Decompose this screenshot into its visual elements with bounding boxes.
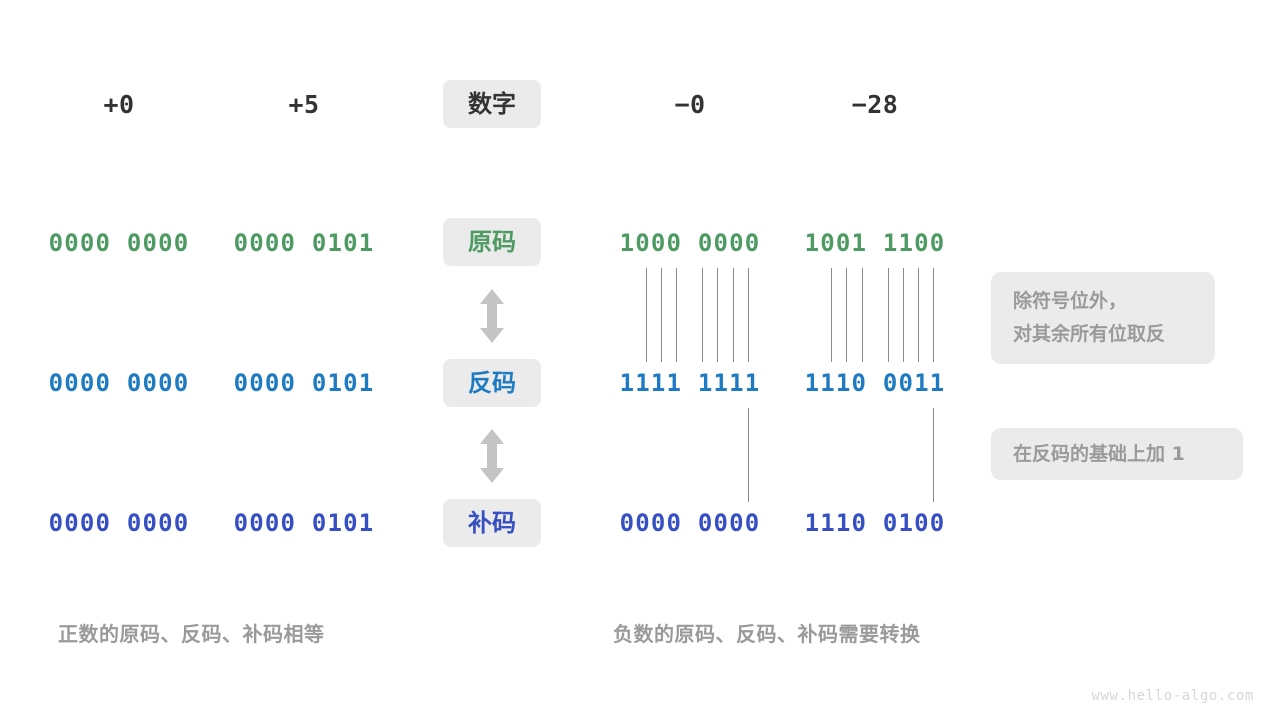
connector-line-bit7-minus-twentyeight: [918, 268, 919, 362]
connector-line-bit6-minus-zero: [717, 268, 718, 362]
connector-line-carry-minus-zero: [748, 408, 749, 502]
arrow-up-down-icon-ones-to-twos: [480, 429, 504, 483]
row-twos-complement-value-minus-twentyeight: 1110 0100: [804, 509, 946, 537]
row-sign-magnitude-value-plus-five: 0000 0101: [233, 229, 375, 257]
connector-line-bit3-minus-twentyeight: [846, 268, 847, 362]
row-ones-complement-value-minus-zero: 1111 1111: [619, 369, 761, 397]
row-badge-sign-magnitude: 原码: [443, 218, 541, 266]
row-twos-complement-value-plus-zero: 0000 0000: [48, 509, 190, 537]
note-add-one-to-ones-complement: 在反码的基础上加 1: [991, 428, 1243, 480]
row-twos-complement-value-plus-five: 0000 0101: [233, 509, 375, 537]
header-badge-number: 数字: [443, 80, 541, 128]
row-badge-ones-complement: 反码: [443, 359, 541, 407]
watermark-url: www.hello-algo.com: [1091, 688, 1254, 704]
connector-line-bit4-minus-zero: [676, 268, 677, 362]
connector-line-bit8-minus-zero: [748, 268, 749, 362]
row-sign-magnitude-value-minus-twentyeight: 1001 1100: [804, 229, 946, 257]
caption-positive-numbers: 正数的原码、反码、补码相等: [58, 622, 325, 646]
connector-line-bit2-minus-zero: [646, 268, 647, 362]
row-sign-magnitude-value-minus-zero: 1000 0000: [619, 229, 761, 257]
note-invert-non-sign-bits: 除符号位外， 对其余所有位取反: [991, 272, 1215, 364]
connector-line-carry-minus-twentyeight: [933, 408, 934, 502]
connector-line-bit8-minus-twentyeight: [933, 268, 934, 362]
row-ones-complement-value-plus-five: 0000 0101: [233, 369, 375, 397]
connector-line-bit7-minus-zero: [733, 268, 734, 362]
row-badge-twos-complement: 补码: [443, 499, 541, 547]
row-twos-complement-value-minus-zero: 0000 0000: [619, 509, 761, 537]
header-value-minus-twentyeight: −28: [851, 89, 899, 119]
row-sign-magnitude-value-plus-zero: 0000 0000: [48, 229, 190, 257]
header-value-plus-five: +5: [288, 89, 320, 119]
row-ones-complement-value-plus-zero: 0000 0000: [48, 369, 190, 397]
arrow-up-down-icon-sign-to-ones: [480, 289, 504, 343]
connector-line-bit2-minus-twentyeight: [831, 268, 832, 362]
connector-line-bit3-minus-zero: [661, 268, 662, 362]
connector-line-bit5-minus-zero: [702, 268, 703, 362]
header-value-minus-zero: −0: [674, 89, 706, 119]
connector-line-bit5-minus-twentyeight: [888, 268, 889, 362]
connector-line-bit4-minus-twentyeight: [862, 268, 863, 362]
header-value-plus-zero: +0: [103, 89, 135, 119]
caption-negative-numbers: 负数的原码、反码、补码需要转换: [613, 622, 921, 646]
connector-line-bit6-minus-twentyeight: [903, 268, 904, 362]
row-ones-complement-value-minus-twentyeight: 1110 0011: [804, 369, 946, 397]
